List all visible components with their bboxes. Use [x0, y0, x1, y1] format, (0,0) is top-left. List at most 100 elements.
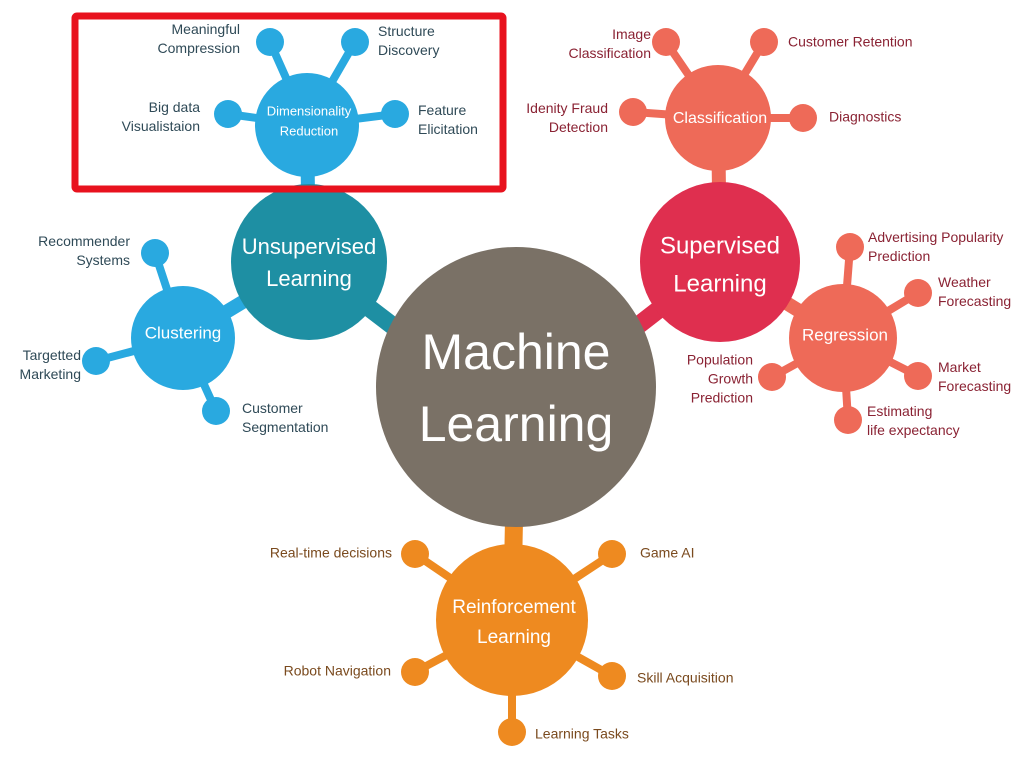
reinforcement-leaf-2-node: [401, 658, 429, 686]
regression-leaf-label-1-line: Forecasting: [938, 293, 1011, 309]
regression-hub: [789, 284, 897, 392]
reinforcement-title-line: Learning: [477, 627, 551, 648]
regression-leaf-2-node: [758, 363, 786, 391]
reinforcement-leaf-label-4-line: Learning Tasks: [535, 726, 629, 742]
dimensionality-leaf-label-1-line: Discovery: [378, 42, 439, 58]
supervised-title-line: Supervised: [660, 232, 780, 259]
reinforcement-title-line: Reinforcement: [452, 597, 576, 618]
classification-hub: [665, 65, 771, 171]
regression-leaf-label-1-line: Weather: [938, 274, 991, 290]
regression-leaf-1-node: [904, 279, 932, 307]
dimensionality-leaf-0-node: [256, 28, 284, 56]
classification-leaf-2-node: [619, 98, 647, 126]
reinforcement-leaf-label-0-line: Real-time decisions: [270, 545, 392, 561]
reinforcement-leaf-label-3-line: Skill Acquisition: [637, 670, 734, 686]
reinforcement-leaf-label-0: Real-time decisions: [270, 545, 392, 561]
center-title-line: Learning: [419, 396, 614, 452]
clustering-leaf-label-2-line: Customer: [242, 400, 303, 416]
regression-leaf-label-0-line: Prediction: [868, 248, 930, 264]
clustering-leaf-label-1-line: Marketing: [20, 366, 81, 382]
classification-leaf-label-2-line: Detection: [549, 119, 608, 135]
reinforcement-leaf-label-4: Learning Tasks: [535, 726, 629, 742]
reinforcement-leaf-label-1: Game AI: [640, 545, 694, 561]
regression-leaf-label-4-line: Estimating: [867, 403, 932, 419]
regression-leaf-label-3-line: Market: [938, 359, 981, 375]
reinforcement-leaf-label-3: Skill Acquisition: [637, 670, 734, 686]
center-hub: [376, 247, 656, 527]
supervised-hub: [640, 182, 800, 342]
dimensionality-hub: [255, 73, 359, 177]
regression-title-line: Regression: [802, 325, 888, 344]
clustering-leaf-label-0-line: Systems: [76, 252, 130, 268]
dimensionality-leaf-1-node: [341, 28, 369, 56]
regression-leaf-3-node: [904, 362, 932, 390]
classification-leaf-3-node: [789, 104, 817, 132]
dimensionality-leaf-2-node: [214, 100, 242, 128]
dimensionality-leaf-label-1-line: Structure: [378, 23, 435, 39]
reinforcement-leaf-0-node: [401, 540, 429, 568]
regression-leaf-label-2-line: Growth: [708, 371, 753, 387]
dimensionality-title-line: Dimensionality: [267, 103, 352, 118]
hub-layer: [82, 28, 932, 746]
clustering-leaf-label-1-line: Targetted: [23, 347, 81, 363]
classification-leaf-label-2-line: Idenity Fraud: [526, 100, 608, 116]
classification-leaf-label-0-line: Image: [612, 26, 651, 42]
classification-title: Classification: [673, 110, 767, 127]
classification-leaf-label-3: Diagnostics: [829, 109, 901, 125]
dimensionality-leaf-label-3-line: Feature: [418, 102, 466, 118]
reinforcement-leaf-4-node: [498, 718, 526, 746]
regression-leaf-label-2-line: Population: [687, 352, 753, 368]
unsupervised-hub: [231, 184, 387, 340]
reinforcement-hub: [436, 544, 588, 696]
clustering-hub: [131, 286, 235, 390]
dimensionality-leaf-label-0-line: Compression: [158, 40, 240, 56]
clustering-leaf-0-node: [141, 239, 169, 267]
regression-title: Regression: [802, 325, 888, 344]
clustering-leaf-label-0-line: Recommender: [38, 233, 130, 249]
classification-title-line: Classification: [673, 110, 767, 127]
clustering-leaf-label-2-line: Segmentation: [242, 419, 328, 435]
regression-leaf-label-0-line: Advertising Popularity: [868, 229, 1003, 245]
supervised-title-line: Learning: [673, 270, 766, 297]
dimensionality-title-line: Reduction: [280, 123, 339, 138]
classification-leaf-label-0-line: Classification: [569, 45, 651, 61]
clustering-title: Clustering: [145, 323, 222, 342]
highlight-box: [71, 12, 507, 193]
regression-leaf-0-node: [836, 233, 864, 261]
regression-leaf-4-node: [834, 406, 862, 434]
reinforcement-leaf-1-node: [598, 540, 626, 568]
clustering-leaf-2-node: [202, 397, 230, 425]
dimensionality-leaf-label-2-line: Visualistaion: [122, 118, 200, 134]
reinforcement-leaf-label-2: Robot Navigation: [284, 663, 391, 679]
regression-leaf-label-3-line: Forecasting: [938, 378, 1011, 394]
clustering-leaf-1-node: [82, 347, 110, 375]
classification-leaf-1-node: [750, 28, 778, 56]
dimensionality-leaf-3-node: [381, 100, 409, 128]
clustering-title-line: Clustering: [145, 323, 222, 342]
classification-leaf-0-node: [652, 28, 680, 56]
dimensionality-leaf-label-3-line: Elicitation: [418, 121, 478, 137]
unsupervised-title-line: Unsupervised: [242, 234, 377, 259]
regression-leaf-label-2-line: Prediction: [691, 390, 753, 406]
reinforcement-leaf-3-node: [598, 662, 626, 690]
reinforcement-leaf-label-2-line: Robot Navigation: [284, 663, 391, 679]
